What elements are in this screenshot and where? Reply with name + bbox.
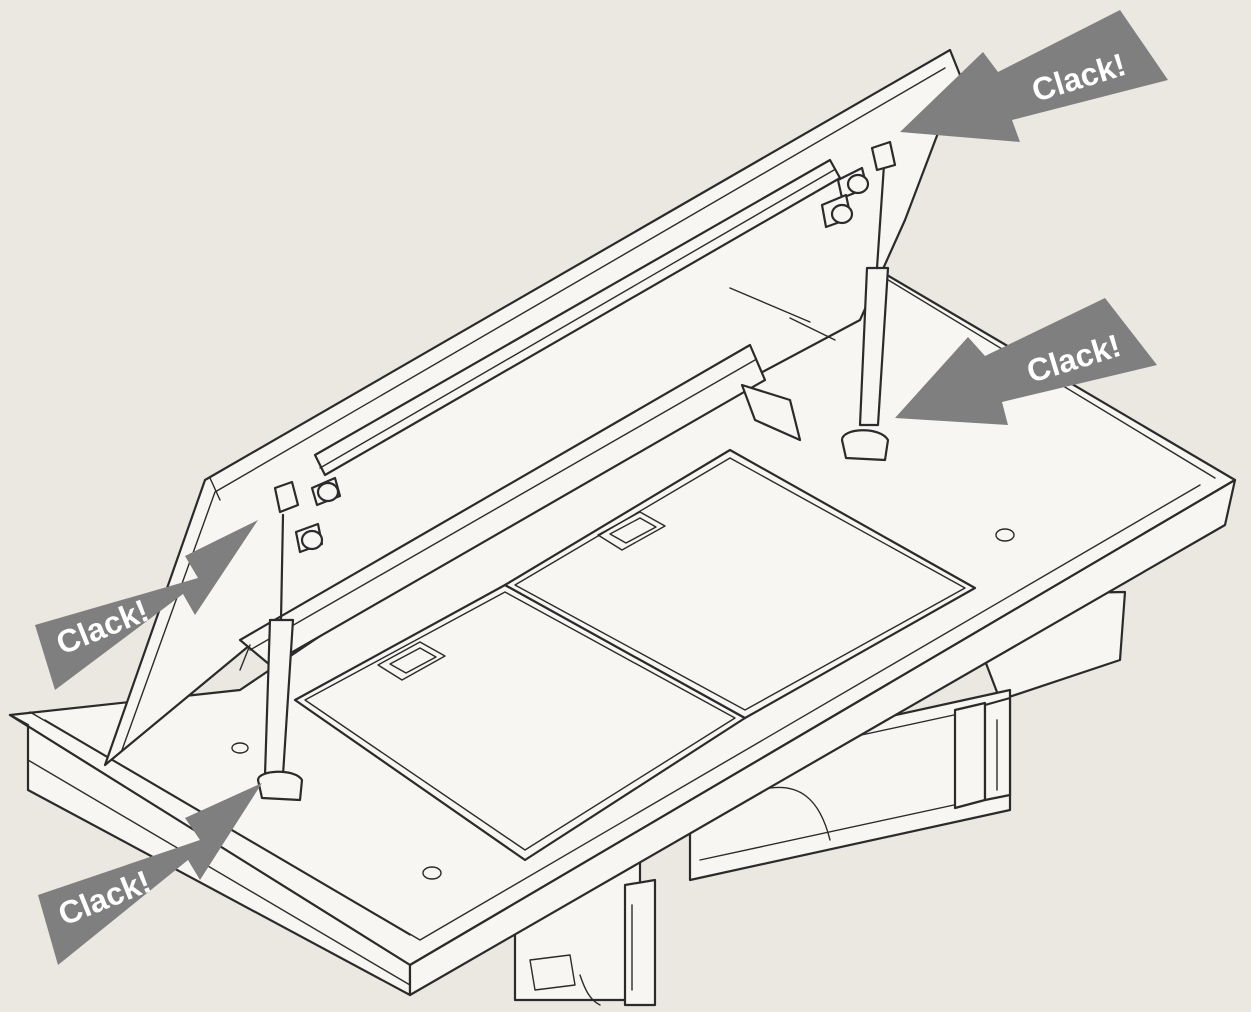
mounting-holes <box>231 528 1015 880</box>
lid-pins <box>294 166 870 554</box>
lid-panel <box>103 48 962 767</box>
gas-strut-right <box>840 140 897 462</box>
gas-strut-left <box>256 480 304 802</box>
grease-filter-right <box>503 448 977 720</box>
motor-housing <box>513 590 1127 1007</box>
